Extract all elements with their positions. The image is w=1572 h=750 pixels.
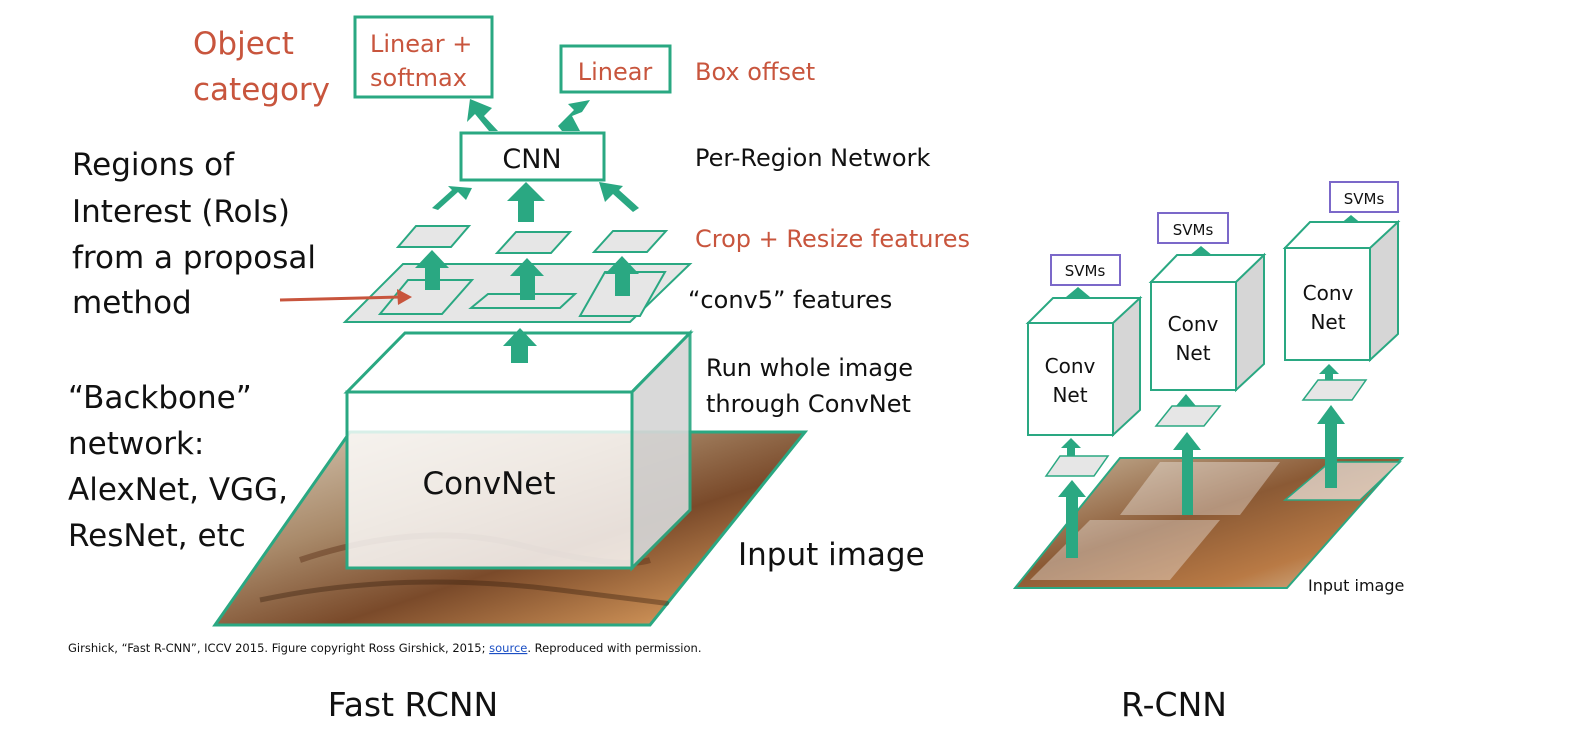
conv-net-box xyxy=(1027,322,1114,436)
linear-softmax-box xyxy=(353,15,494,99)
svm-label: SVMs xyxy=(1173,221,1214,239)
rois-line-4: method xyxy=(72,285,192,321)
cnn-label: CNN xyxy=(502,144,561,175)
run-whole-line-2: through ConvNet xyxy=(706,390,911,418)
svm-box xyxy=(1157,212,1229,244)
warped-region xyxy=(1044,455,1110,477)
svm-label: SVMs xyxy=(1065,262,1106,280)
roi-up-arrows xyxy=(415,250,639,300)
box-offset-label: Box offset xyxy=(695,58,815,86)
crop-resize-features xyxy=(395,225,669,254)
citation-source-link[interactable]: source xyxy=(489,641,527,655)
rois-line-3: from a proposal xyxy=(72,240,316,276)
rcnn-caption: R-CNN xyxy=(1121,685,1227,724)
conv-net-line-1: Conv xyxy=(1303,281,1354,305)
rcnn-column-2: SVMs Conv Net xyxy=(1148,212,1267,515)
rcnn-column-1: SVMs Conv Net xyxy=(1025,254,1143,558)
arrow-up-icon xyxy=(507,182,545,222)
svm-box xyxy=(1050,254,1121,286)
svm-box xyxy=(1329,181,1399,213)
arrow-up-icon xyxy=(503,328,537,363)
linear-softmax-line-2: softmax xyxy=(370,64,467,92)
cnn-box xyxy=(459,131,606,182)
arrow-up-icon xyxy=(432,186,472,210)
conv-net-box xyxy=(1284,247,1371,361)
conv-net-line-1: Conv xyxy=(1168,312,1219,336)
fast-rcnn-caption: Fast RCNN xyxy=(328,685,499,724)
convnet-label: ConvNet xyxy=(422,466,555,502)
conv-net-line-2: Net xyxy=(1310,310,1345,334)
arrow-up-icon xyxy=(1058,480,1086,558)
arrow-up-icon xyxy=(1061,438,1081,460)
arrow-up-icon xyxy=(1319,364,1339,386)
backbone-line-1: “Backbone” xyxy=(68,380,252,416)
rcnn-input-image-label: Input image xyxy=(1308,576,1404,595)
citation: Girshick, “Fast R-CNN”, ICCV 2015. Figur… xyxy=(68,641,701,655)
citation-prefix: Girshick, “Fast R-CNN”, ICCV 2015. Figur… xyxy=(68,641,489,655)
backbone-line-4: ResNet, etc xyxy=(68,518,246,554)
input-image-label: Input image xyxy=(738,537,925,573)
rois-line-2: Interest (RoIs) xyxy=(72,194,290,230)
run-whole-line-1: Run whole image xyxy=(706,354,913,382)
arrow-up-icon xyxy=(415,250,449,290)
citation-suffix: . Reproduced with permission. xyxy=(527,641,701,655)
backbone-convnet-box: ConvNet xyxy=(343,329,694,572)
roi-box-2 xyxy=(468,293,578,309)
crop-resize-label: Crop + Resize features xyxy=(695,225,970,253)
conv-net-box xyxy=(1150,281,1237,391)
arrow-right-icon xyxy=(397,289,412,305)
arrow-up-icon xyxy=(1173,432,1201,515)
rcnn-diagram: Input image SVMs Conv Net SVMs Conv Net xyxy=(1012,181,1404,724)
rcnn-column-3: SVMs Conv Net xyxy=(1282,181,1401,488)
arrow-up-icon xyxy=(510,258,544,300)
warped-region xyxy=(1154,405,1222,427)
conv5-label: “conv5” features xyxy=(688,286,892,314)
conv-net-line-2: Net xyxy=(1052,383,1087,407)
object-category-line-1: Object xyxy=(193,26,294,62)
fast-rcnn-diagram: ConvNet CNN xyxy=(68,15,970,724)
linear-label: Linear xyxy=(578,58,653,86)
backbone-line-3: AlexNet, VGG, xyxy=(68,472,288,508)
rois-line-1: Regions of xyxy=(72,147,235,183)
conv-net-line-2: Net xyxy=(1175,341,1210,365)
arrow-up-icon xyxy=(599,182,639,212)
backbone-line-2: network: xyxy=(68,426,204,462)
arrow-up-icon xyxy=(605,256,639,296)
conv-net-line-1: Conv xyxy=(1045,354,1096,378)
arrow-up-icon xyxy=(467,99,498,131)
svm-label: SVMs xyxy=(1344,190,1385,208)
per-region-label: Per-Region Network xyxy=(695,144,930,172)
arrow-up-icon xyxy=(1317,405,1345,488)
linear-softmax-line-1: Linear + xyxy=(370,30,472,58)
linear-box xyxy=(559,44,672,94)
cnn-input-arrows xyxy=(432,182,639,222)
warped-region xyxy=(1301,379,1368,401)
roi-pointer-arrow xyxy=(279,289,412,305)
arrow-up-icon xyxy=(558,100,590,131)
object-category-line-2: category xyxy=(193,72,330,108)
